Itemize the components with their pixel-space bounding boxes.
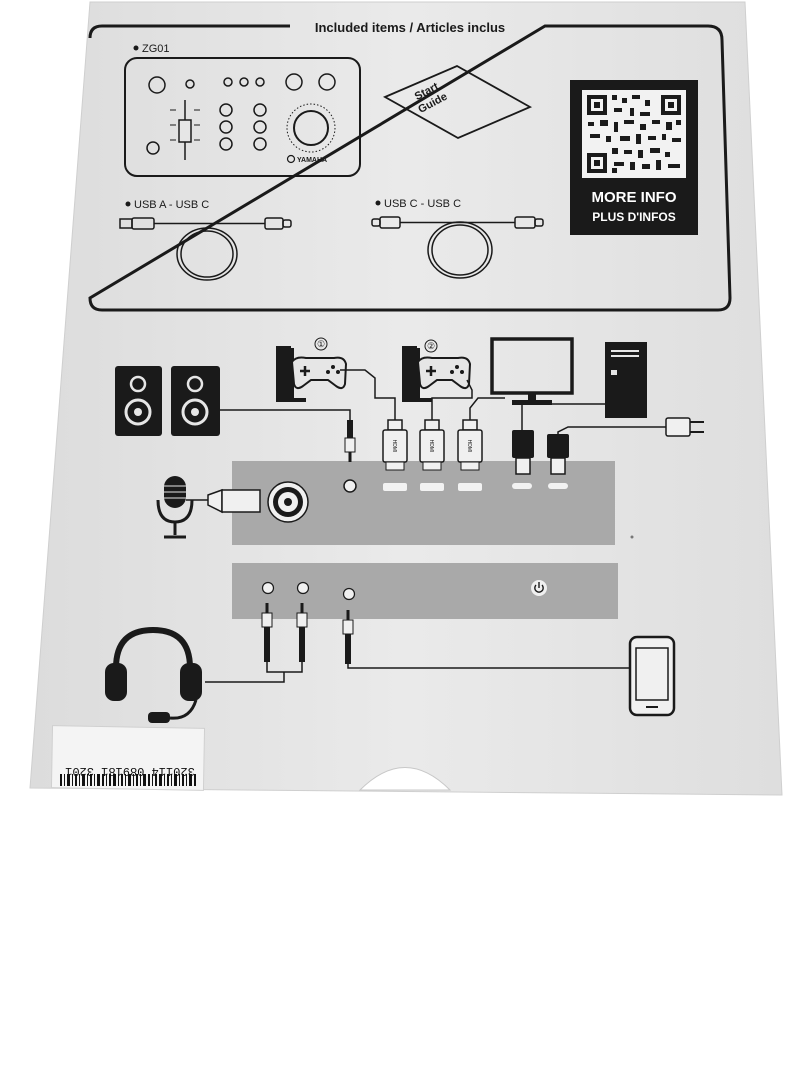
speakers-icon	[115, 366, 220, 436]
power-plug-icon	[557, 417, 704, 437]
game-console-2-icon: ②	[402, 339, 472, 402]
headset-jack-plugs-icon	[205, 603, 308, 683]
connection-diagram: ① ②	[105, 337, 704, 723]
more-info-panel: MORE INFO PLUS D'INFOS	[570, 80, 698, 235]
hdmi-plug-1-icon: HDMI	[382, 419, 408, 491]
hdmi-label-2: HDMI	[428, 440, 434, 453]
model-label: ZG01	[142, 43, 170, 55]
hdmi-plug-3-icon: HDMI	[457, 419, 483, 491]
console1-number: ①	[317, 339, 325, 349]
power-button-icon	[531, 580, 547, 596]
game-console-1-icon: ①	[276, 337, 348, 402]
plus-infos-label: PLUS D'INFOS	[592, 210, 676, 224]
hdmi-label-1: HDMI	[391, 440, 397, 453]
rear-panel-bottom	[232, 563, 618, 619]
usb-plug-2-icon	[547, 434, 569, 489]
hdmi-label-3: HDMI	[466, 440, 472, 453]
brand-label: YAMAHA	[297, 157, 327, 164]
usb-a-usb-c-cable: USB A - USB C	[119, 199, 292, 281]
barcode-sticker: 320114 089181 3201	[50, 725, 206, 791]
barcode-icon	[60, 774, 196, 786]
headset-icon	[105, 626, 202, 723]
cable1-label: USB A - USB C	[134, 199, 209, 211]
aux-jack-plug-icon	[343, 420, 357, 493]
pc-tower-icon	[605, 342, 647, 418]
included-items-frame: Included items / Articles inclus	[88, 20, 732, 312]
thumb-notch	[358, 767, 452, 791]
usb-c-usb-c-cable: USB C - USB C	[371, 198, 544, 279]
cable2-label: USB C - USB C	[384, 198, 461, 210]
combo-input-jack	[267, 481, 309, 523]
included-items-title: Included items / Articles inclus	[315, 20, 505, 35]
yamaha-logo-icon	[286, 154, 296, 164]
usb-plug-1-icon	[512, 430, 534, 489]
monitor-icon	[490, 337, 574, 405]
phone-jack-plug-icon	[342, 610, 630, 669]
smartphone-icon	[628, 635, 676, 717]
console2-number: ②	[427, 341, 435, 351]
microphone-icon	[156, 476, 261, 539]
more-info-label: MORE INFO	[592, 189, 677, 206]
hdmi-plug-2-icon: HDMI	[419, 419, 445, 491]
zg01-mixer-illustration: ZG01 YAMAHA	[124, 43, 361, 177]
